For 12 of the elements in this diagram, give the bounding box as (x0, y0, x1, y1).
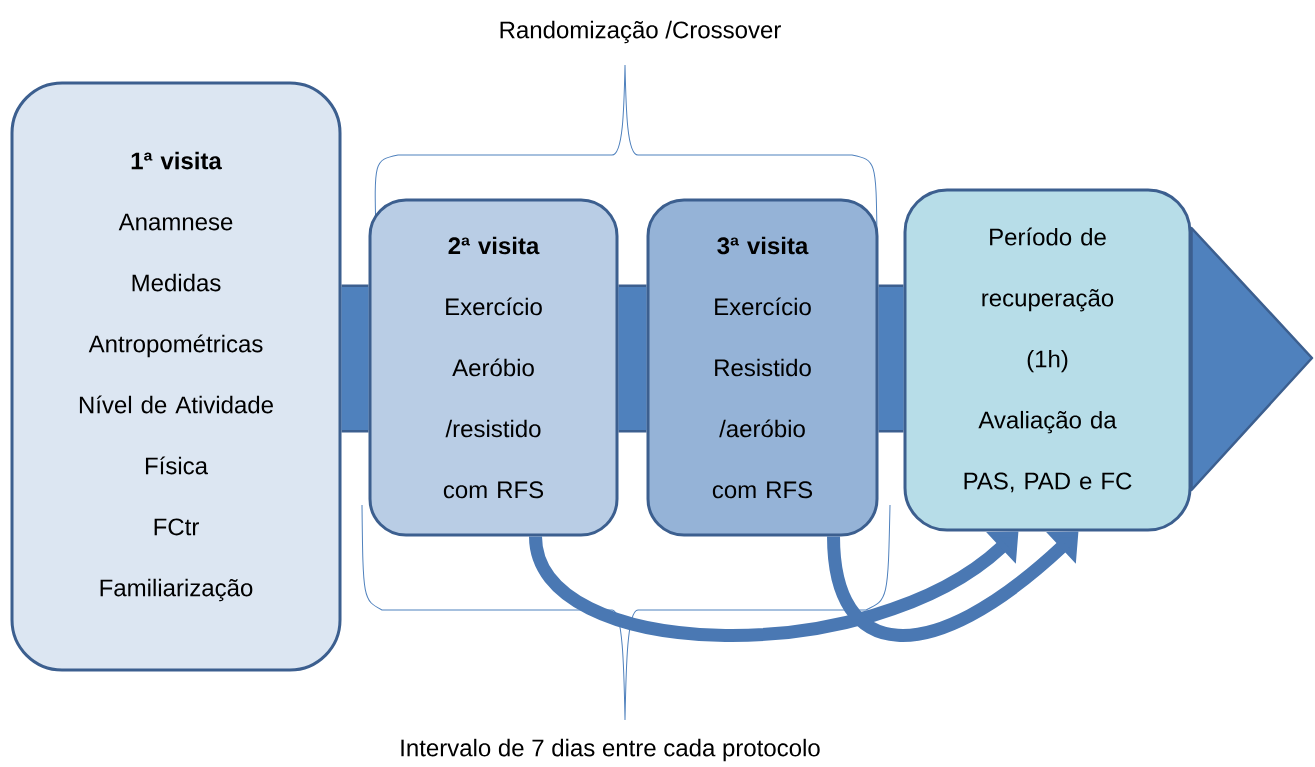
arrow-head (1190, 226, 1314, 492)
brace-label: Intervalo de 7 dias entre cada protocolo (401, 738, 820, 762)
brace-label: Randomização /Crossover (500, 20, 781, 44)
curved-arrow (827, 531, 1079, 642)
process-box: 3ª visita Exercício Resistido /aeróbio com RFS (646, 198, 879, 537)
connector-band (878, 284, 904, 433)
process-box: 2ª visita Exercício Aeróbio /resistido com RFS (368, 198, 619, 537)
connector-band (618, 284, 647, 433)
process-box: 1ª visita Anamnese Medidas Antropométricas Nível de Atividade Física FCtr Familiarização (10, 81, 342, 672)
curved-arrow (529, 531, 1019, 642)
process-box: Período de recuperação (1h) Avaliação da PAS, PAD e FC (903, 188, 1192, 532)
connector-band (341, 284, 369, 433)
